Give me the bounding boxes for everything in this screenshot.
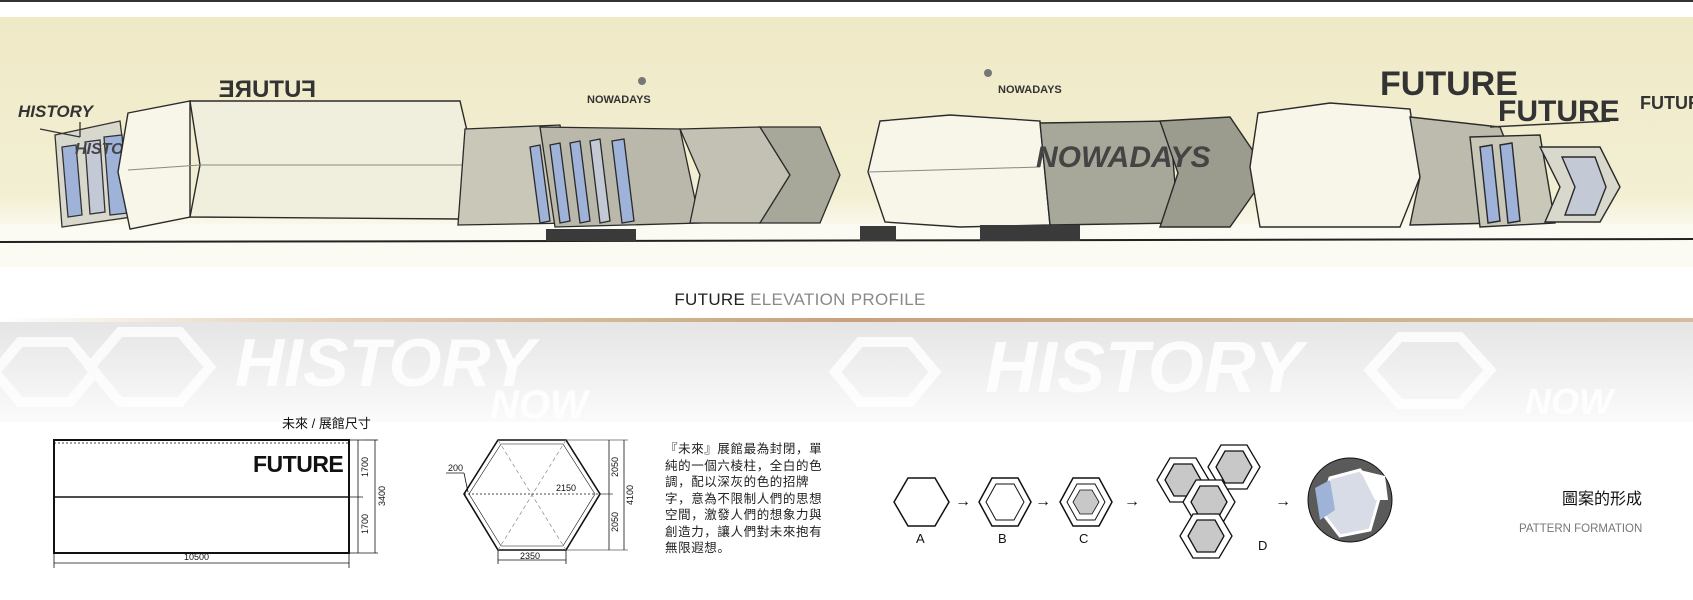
dim-upper: 1700 — [360, 457, 370, 477]
dim-total: 3400 — [377, 486, 387, 506]
pattern-formation-diagram: A → B → C → D → — [893, 444, 1393, 559]
pavilion-sign: FUTURE — [253, 451, 344, 477]
sign-nowadays-3: NOWADAYS — [1036, 141, 1210, 174]
svg-text:NOWADAYS: NOWADAYS — [1036, 141, 1210, 174]
sign-future-mirrored: FUTURE — [219, 76, 316, 103]
pattern-title-en: PATTERN FORMATION — [1519, 523, 1643, 535]
svg-text:FUTURE: FUTURE — [1498, 95, 1620, 128]
svg-text:NOWADAYS: NOWADAYS — [998, 84, 1062, 96]
svg-text:1700: 1700 — [360, 514, 370, 534]
svg-text:NOW: NOW — [1525, 381, 1616, 422]
svg-text:200: 200 — [448, 463, 463, 473]
svg-text:NOW: NOW — [490, 383, 591, 422]
hexagon-section-diagram: 200 2150 2050 2050 4100 2350 — [446, 439, 635, 564]
sign-future-3: FUTURE — [1498, 95, 1620, 128]
hex-dim-lower: 2050 — [610, 512, 620, 532]
svg-text:→: → — [955, 493, 971, 510]
svg-text:→: → — [1035, 493, 1051, 510]
step-b-label: B — [998, 531, 1007, 546]
svg-text:HISTORY: HISTORY — [985, 328, 1308, 408]
pavilion-description: 『未來』展館最為封閉，單純的一個六棱柱，全白的色調，配以深灰的色的招牌字，意為不… — [665, 442, 823, 555]
dim-offset: 200 — [448, 463, 463, 473]
pattern-title-zh: 圖案的形成 — [1562, 491, 1643, 508]
svg-text:3400: 3400 — [377, 486, 387, 506]
bg-word-now-1: NOW — [490, 383, 591, 422]
svg-text:→: → — [1275, 493, 1291, 510]
background-pattern: HISTORY NOW HISTORY NOW — [0, 322, 1693, 422]
svg-text:NOWADAYS: NOWADAYS — [587, 94, 651, 106]
sign-nowadays-2: NOWADAYS — [998, 84, 1062, 96]
step-a-label: A — [916, 531, 925, 546]
sign-nowadays-1: NOWADAYS — [587, 94, 651, 106]
accent-bar — [0, 318, 1693, 322]
svg-text:FUTURE: FUTURE — [219, 76, 316, 103]
sign-history-1: HISTORY — [18, 102, 95, 121]
pavilion-plan-diagram: FUTURE 1700 1700 3400 10500 — [53, 439, 387, 568]
dim-width: 10500 — [184, 552, 209, 562]
svg-text:HISTORY: HISTORY — [235, 325, 540, 401]
svg-text:HISTORY: HISTORY — [18, 102, 95, 121]
svg-text:2050: 2050 — [610, 512, 620, 532]
step-d-label: D — [1258, 538, 1267, 553]
svg-text:→: → — [1124, 493, 1140, 510]
bg-word-history-2: HISTORY — [985, 328, 1308, 408]
svg-text:B: B — [998, 531, 1007, 546]
svg-text:2350: 2350 — [520, 551, 540, 561]
elevation-title: FUTURE ELEVATION PROFILE — [674, 290, 926, 309]
sign-future-4: FUTURE — [1640, 93, 1693, 113]
svg-text:C: C — [1079, 531, 1088, 546]
svg-text:1700: 1700 — [360, 457, 370, 477]
svg-text:FUTURE: FUTURE — [1640, 93, 1693, 113]
svg-text:FUTURE: FUTURE — [1380, 65, 1518, 103]
svg-text:2050: 2050 — [610, 457, 620, 477]
pavilion-size-label: 未來 / 展館尺寸 — [282, 416, 371, 431]
svg-text:4100: 4100 — [625, 485, 635, 505]
svg-text:2150: 2150 — [556, 483, 576, 493]
hex-dim-bottom: 2350 — [520, 551, 540, 561]
dim-lower: 1700 — [360, 514, 370, 534]
top-border — [0, 0, 1693, 2]
bg-word-now-2: NOW — [1525, 381, 1616, 422]
svg-text:10500: 10500 — [184, 552, 209, 562]
sign-future-2: FUTURE — [1380, 65, 1518, 103]
bg-word-history-1: HISTORY — [235, 325, 540, 401]
hex-dim-total: 4100 — [625, 485, 635, 505]
dim-inner: 2150 — [556, 483, 576, 493]
step-c-label: C — [1079, 531, 1088, 546]
elevation-sketch: HISTORY HISTORY FUTURE NOWADAYS NOWADAYS… — [0, 17, 1693, 267]
hex-dim-upper: 2050 — [610, 457, 620, 477]
svg-text:FUTURE: FUTURE — [253, 451, 343, 477]
svg-text:A: A — [916, 531, 925, 546]
svg-text:D: D — [1258, 538, 1267, 553]
